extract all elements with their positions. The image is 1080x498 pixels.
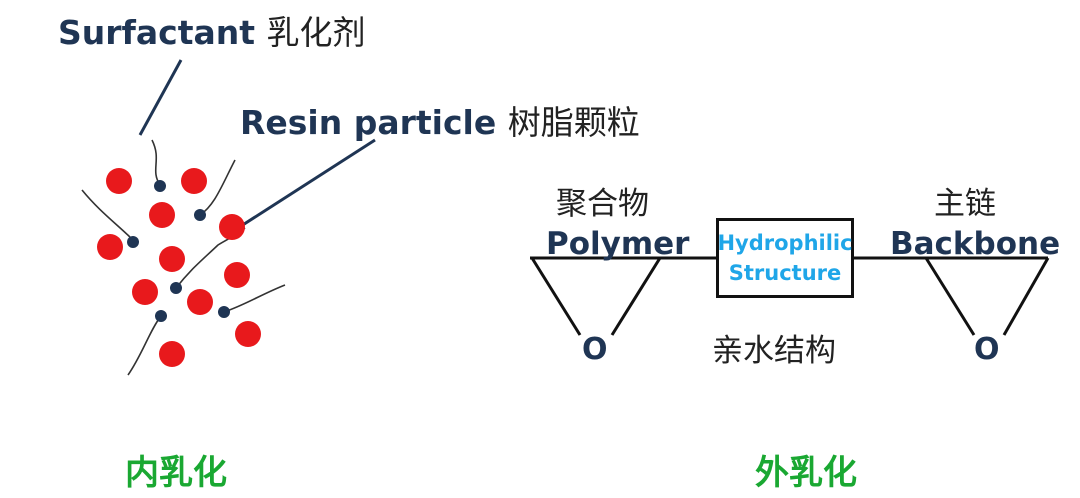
epoxy-ring-left [610,257,662,336]
resin-label-cn: 树脂颗粒 [507,103,640,142]
surfactant-tail [151,139,161,186]
surfactant-head [127,236,139,248]
epoxy-ring-right [924,257,976,336]
surfactant-head [155,310,167,322]
surfactant-tail [81,189,134,241]
resin-label-en: Resin particle [240,103,497,142]
resin-particle [159,246,185,272]
resin-particle [159,341,185,367]
surfactant-head [154,180,166,192]
backbone-label-cn: 主链 [934,186,996,222]
surfactant-label: Surfactant 乳化剂 [58,6,366,54]
epoxy-ring-right [1002,257,1050,336]
resin-particle [187,289,213,315]
hydrophilic-line1: Hydrophilic [717,231,853,255]
surfactant-tail [223,284,286,313]
resin-particle [132,279,158,305]
resin-label: Resin particle 树脂颗粒 [240,96,640,144]
surfactant-tail [127,315,162,376]
epoxy-ring-left [530,257,582,336]
resin-particle [97,234,123,260]
surfactant-head [218,306,230,318]
surfactant-label-cn: 乳化剂 [266,13,366,52]
resin-leader-line [237,138,376,230]
hydrophilic-line2: Structure [728,261,842,285]
resin-particle [149,202,175,228]
surfactant-label-en: Surfactant [58,13,256,52]
hydrophilic-label-cn: 亲水结构 [712,333,836,369]
external-emulsification-caption: 外乳化 [755,453,857,493]
surfactant-leader-line [138,59,183,136]
surfactant-head [194,209,206,221]
hydrophilic-structure-box: Hydrophilic Structure [716,218,854,298]
epoxy-oxygen-left: O [582,332,608,367]
resin-particles [97,168,261,367]
polymer-label-en: Polymer [546,226,690,262]
resin-particle [181,168,207,194]
polymer-label-cn: 聚合物 [556,186,649,222]
resin-particle [219,214,245,240]
surfactant-head [170,282,182,294]
backbone-label-en: Backbone [890,226,1061,262]
internal-emulsification-caption: 内乳化 [125,453,227,493]
epoxy-oxygen-right: O [974,332,1000,367]
resin-particle [224,262,250,288]
surfactant-heads [127,180,230,322]
polymer-chain [530,256,1050,336]
resin-particle [235,321,261,347]
resin-particle [106,168,132,194]
